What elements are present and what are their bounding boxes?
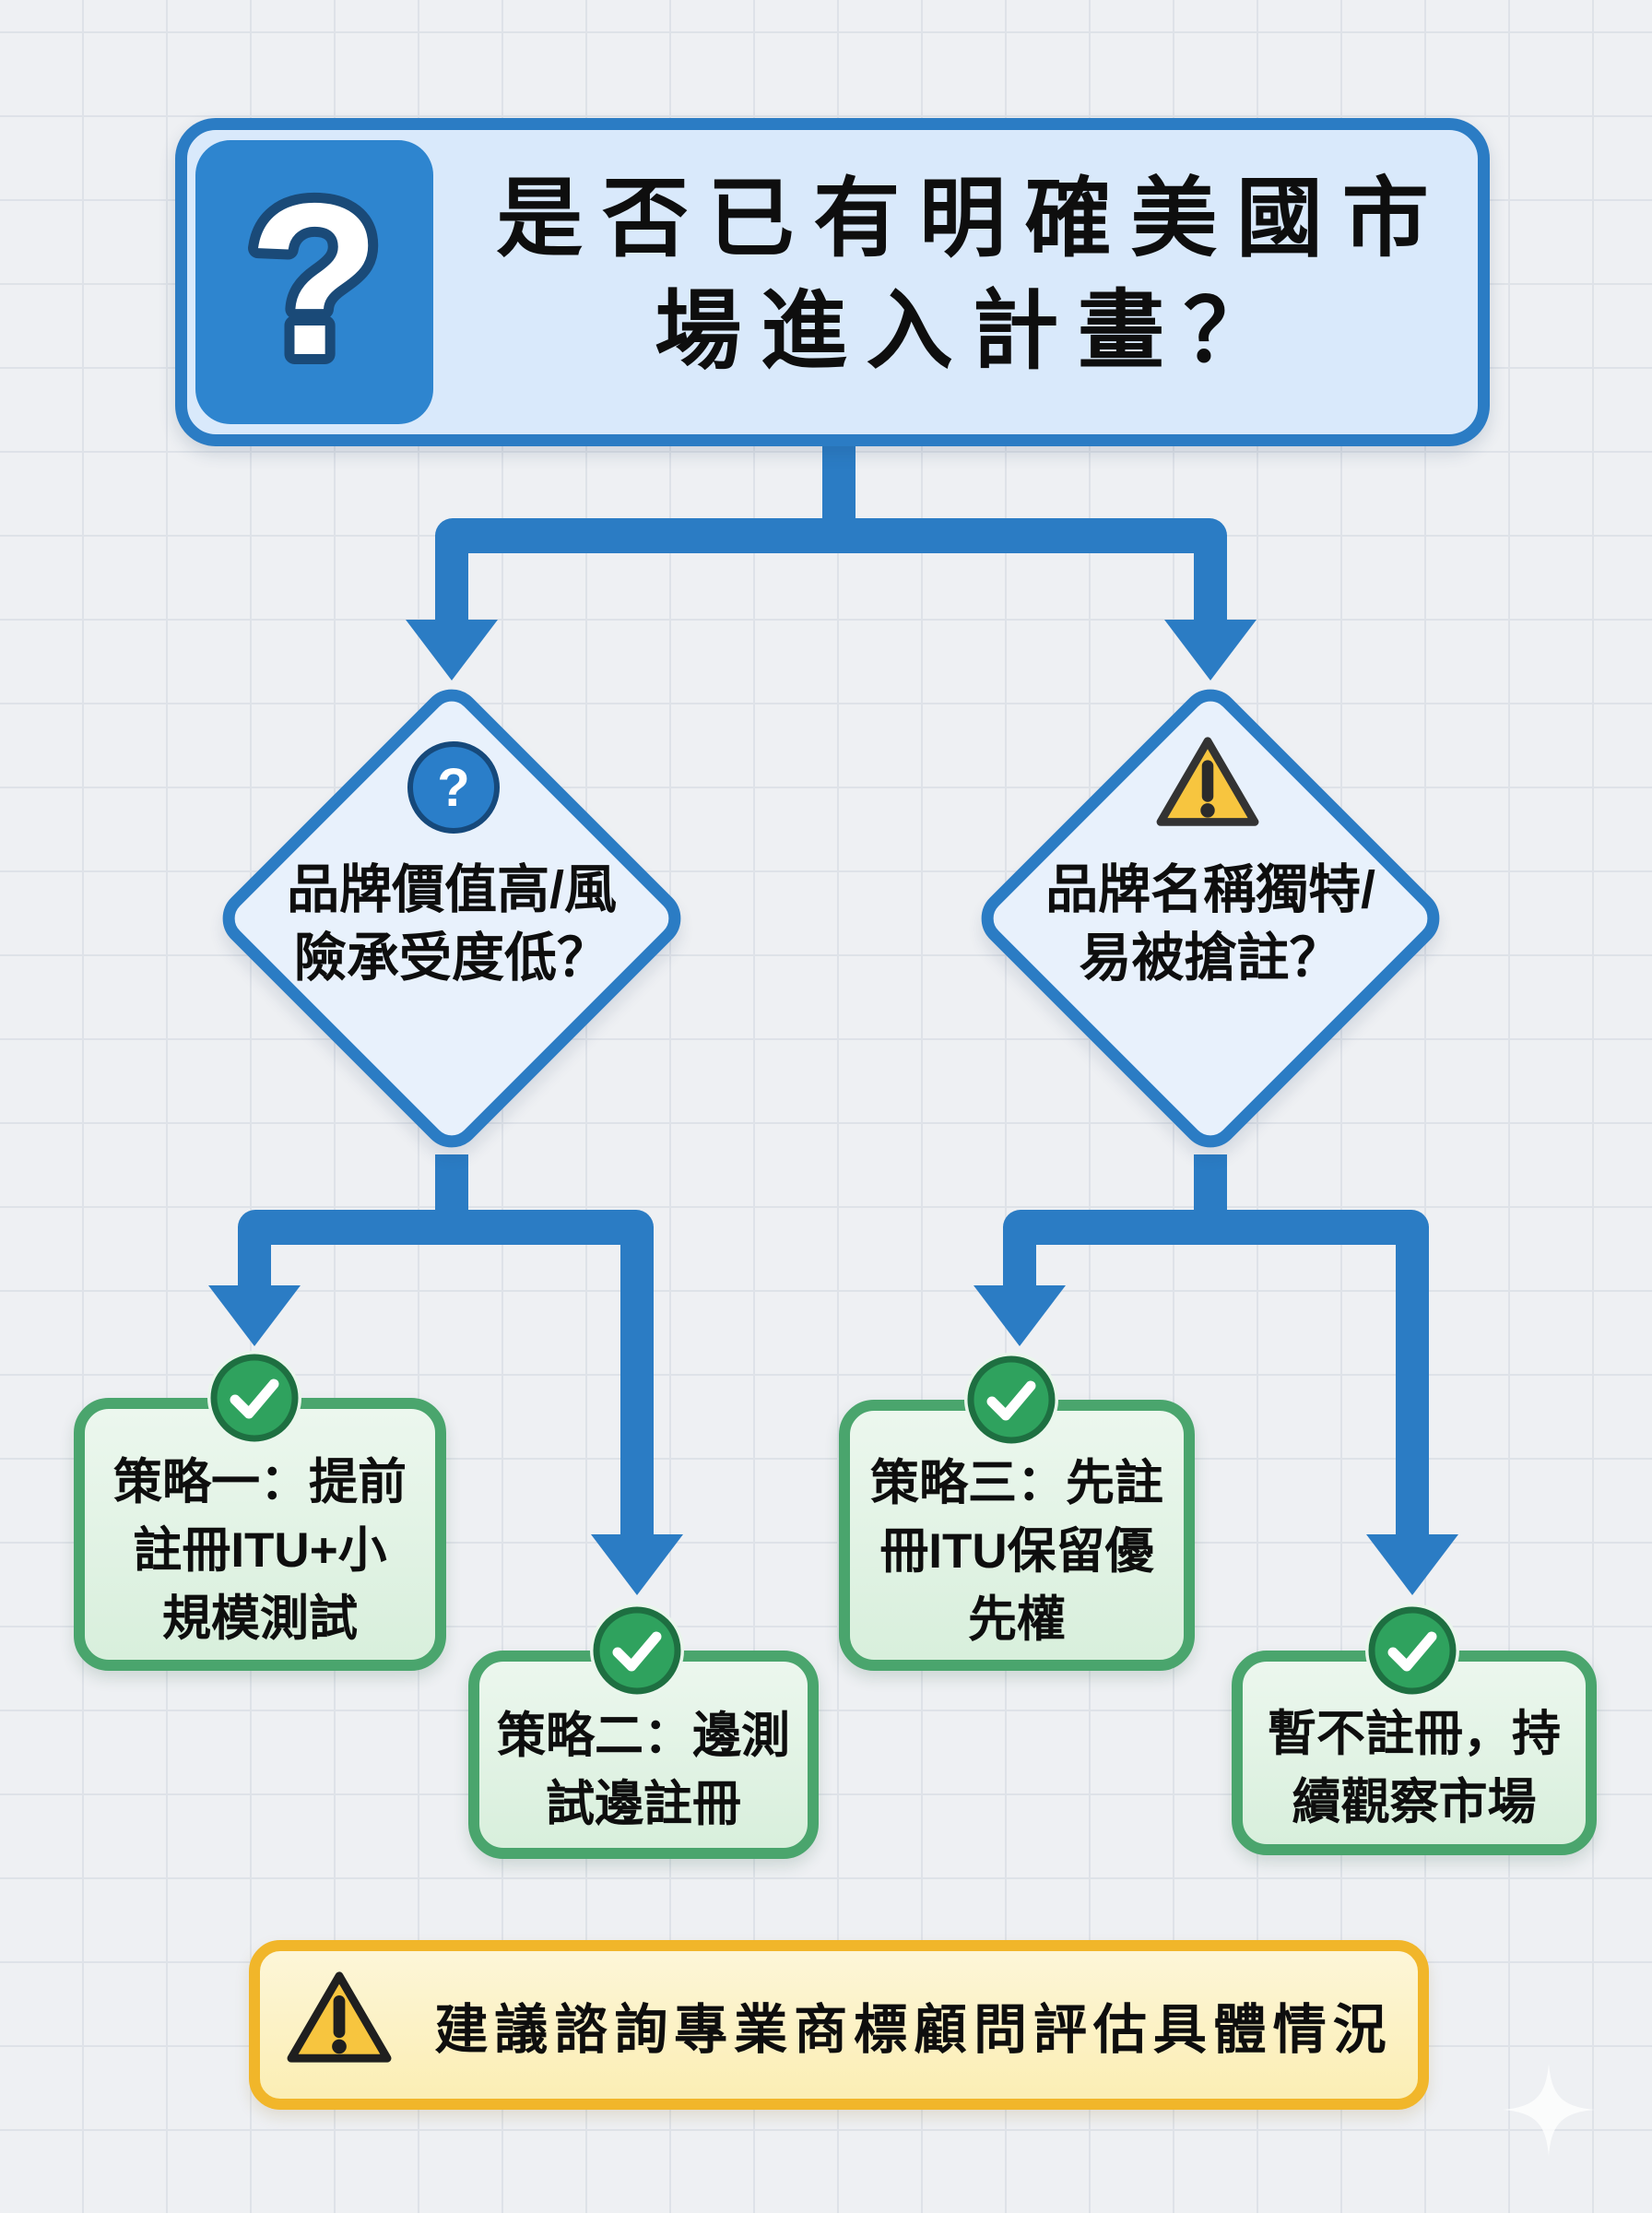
connector-right-split-bar xyxy=(1003,1210,1429,1245)
decision-right-line-2: 易被搶註？ xyxy=(1079,929,1342,988)
outcome-3-line-2: 冊ITU保留優 xyxy=(879,1524,1154,1579)
check-circle-icon xyxy=(206,1350,302,1446)
decision-left-line-1: 品牌價值高/風 xyxy=(287,860,617,919)
outcome-1-line-3: 規模測試 xyxy=(162,1592,358,1646)
question-mark-icon: ? ? ? xyxy=(195,140,433,424)
decision-left-label: 品牌價值高/風 險承受度低？ xyxy=(212,856,691,992)
root-question-title: 是否已有明確美國市 場進入計畫？ xyxy=(437,162,1488,387)
connector-left-split-bar xyxy=(238,1210,654,1245)
connector-root-drop-left xyxy=(435,535,468,627)
outcome-1-line-1: 策略一：提前 xyxy=(113,1455,407,1509)
sparkle-icon xyxy=(1503,2064,1595,2160)
svg-text:?: ? xyxy=(254,163,386,406)
outcome-2-line-2: 試邊註冊 xyxy=(546,1777,741,1831)
connector-root-split-bar xyxy=(435,518,1227,553)
warning-triangle-icon xyxy=(285,1969,394,2081)
svg-text:?: ? xyxy=(248,158,381,400)
arrow-down-icon xyxy=(1366,1534,1458,1595)
arrow-down-icon xyxy=(1164,620,1257,680)
advisory-note: 建議諮詢專業商標顧問評估具體情況 xyxy=(249,1940,1429,2110)
root-title-line-2: 場進入計畫？ xyxy=(655,282,1290,379)
check-circle-icon xyxy=(963,1352,1059,1448)
arrow-down-icon xyxy=(591,1534,683,1595)
decision-right-line-1: 品牌名稱獨特/ xyxy=(1045,860,1375,919)
decision-left-line-2: 險承受度低？ xyxy=(294,929,609,988)
check-circle-icon xyxy=(1364,1603,1460,1698)
outcome-1-line-2: 註冊ITU+小 xyxy=(133,1523,387,1578)
connector-right-drop-long xyxy=(1396,1226,1429,1536)
arrow-down-icon xyxy=(406,620,498,680)
outcome-3-line-1: 策略三：先註 xyxy=(870,1456,1163,1510)
arrow-down-icon xyxy=(974,1285,1066,1346)
svg-text:?: ? xyxy=(248,158,381,400)
check-circle-icon xyxy=(589,1603,685,1698)
outcome-2-line-1: 策略二：邊測 xyxy=(497,1709,790,1763)
arrow-down-icon xyxy=(208,1285,301,1346)
advisory-note-text: 建議諮詢專業商標顧問評估具體情況 xyxy=(434,2000,1393,2060)
connector-right-drop-short xyxy=(1003,1226,1036,1287)
root-title-line-1: 是否已有明確美國市 xyxy=(496,170,1448,266)
outcome-4-line-1: 暫不註冊，持 xyxy=(1268,1707,1561,1761)
outcome-3-line-3: 先權 xyxy=(968,1592,1066,1647)
connector-root-drop-right xyxy=(1194,535,1227,627)
connector-left-drop-short xyxy=(238,1226,271,1287)
outcome-4-line-2: 續觀察市場 xyxy=(1292,1775,1537,1829)
question-circle-icon: ? xyxy=(407,741,500,834)
warning-triangle-icon xyxy=(1154,734,1261,836)
connector-left-drop-long xyxy=(620,1226,654,1536)
decision-right-label: 品牌名稱獨特/ 易被搶註？ xyxy=(971,856,1450,992)
